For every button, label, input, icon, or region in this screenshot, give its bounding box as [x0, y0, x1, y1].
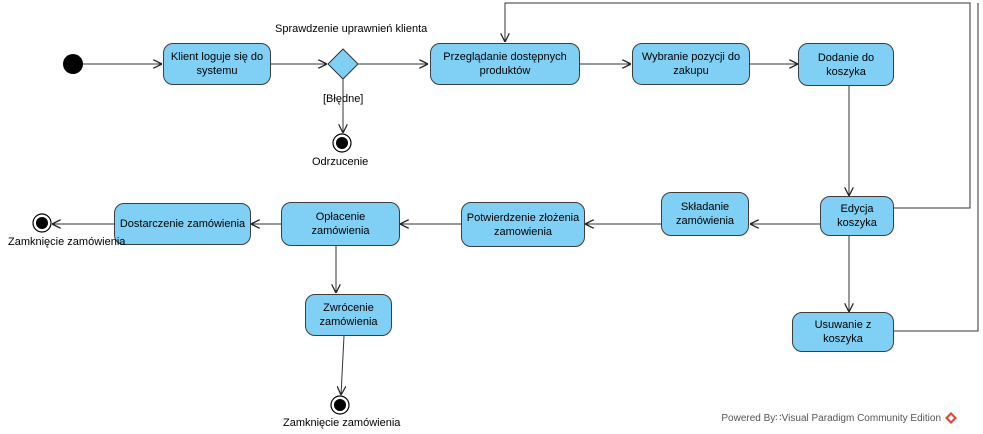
activity-login[interactable]: Klient loguje się do systemu [163, 43, 271, 85]
guard-label: [Błędne] [323, 93, 364, 105]
visual-paradigm-logo-icon [945, 412, 957, 424]
initial-node [63, 54, 83, 74]
decision-label: Sprawdzenie uprawnień klienta [275, 23, 428, 35]
rejection-label: Odrzucenie [312, 156, 369, 168]
closing-label-bottom: Zamknięcie zamówienia [283, 417, 401, 429]
flow-return-final [341, 335, 344, 395]
footer-credit: Powered By∷Visual Paradigm Community Edi… [721, 412, 957, 424]
activity-deliver-order[interactable]: Dostarczenie zamówienia [114, 203, 251, 245]
activity-place-order[interactable]: Składanie zamówienia [661, 192, 749, 236]
final-node-left [32, 213, 52, 233]
activity-confirm-order[interactable]: Potwierdzenie złożenia zamowienia [461, 202, 585, 247]
flow-edit-browse-loop [505, 2, 971, 209]
activity-remove-cart[interactable]: Usuwanie z koszyka [792, 312, 894, 352]
footer-text: Powered By∷Visual Paradigm Community Edi… [721, 412, 941, 424]
flow-remove-loop [893, 3, 979, 332]
final-node-rejection [332, 133, 352, 153]
final-node-bottom [330, 395, 350, 415]
activity-select[interactable]: Wybranie pozycji do zakupu [632, 43, 750, 85]
activity-return-order[interactable]: Zwrócenie zamówienia [305, 294, 392, 336]
activity-browse[interactable]: Przeglądanie dostępnych produktów [430, 43, 580, 85]
activity-pay-order[interactable]: Opłacenie zamówienia [281, 202, 400, 246]
decision-node [327, 48, 359, 80]
closing-label-left: Zamknięcie zamówienia [8, 236, 126, 248]
activity-edit-cart[interactable]: Edycja koszyka [820, 196, 894, 236]
activity-add-cart[interactable]: Dodanie do koszyka [798, 43, 894, 86]
